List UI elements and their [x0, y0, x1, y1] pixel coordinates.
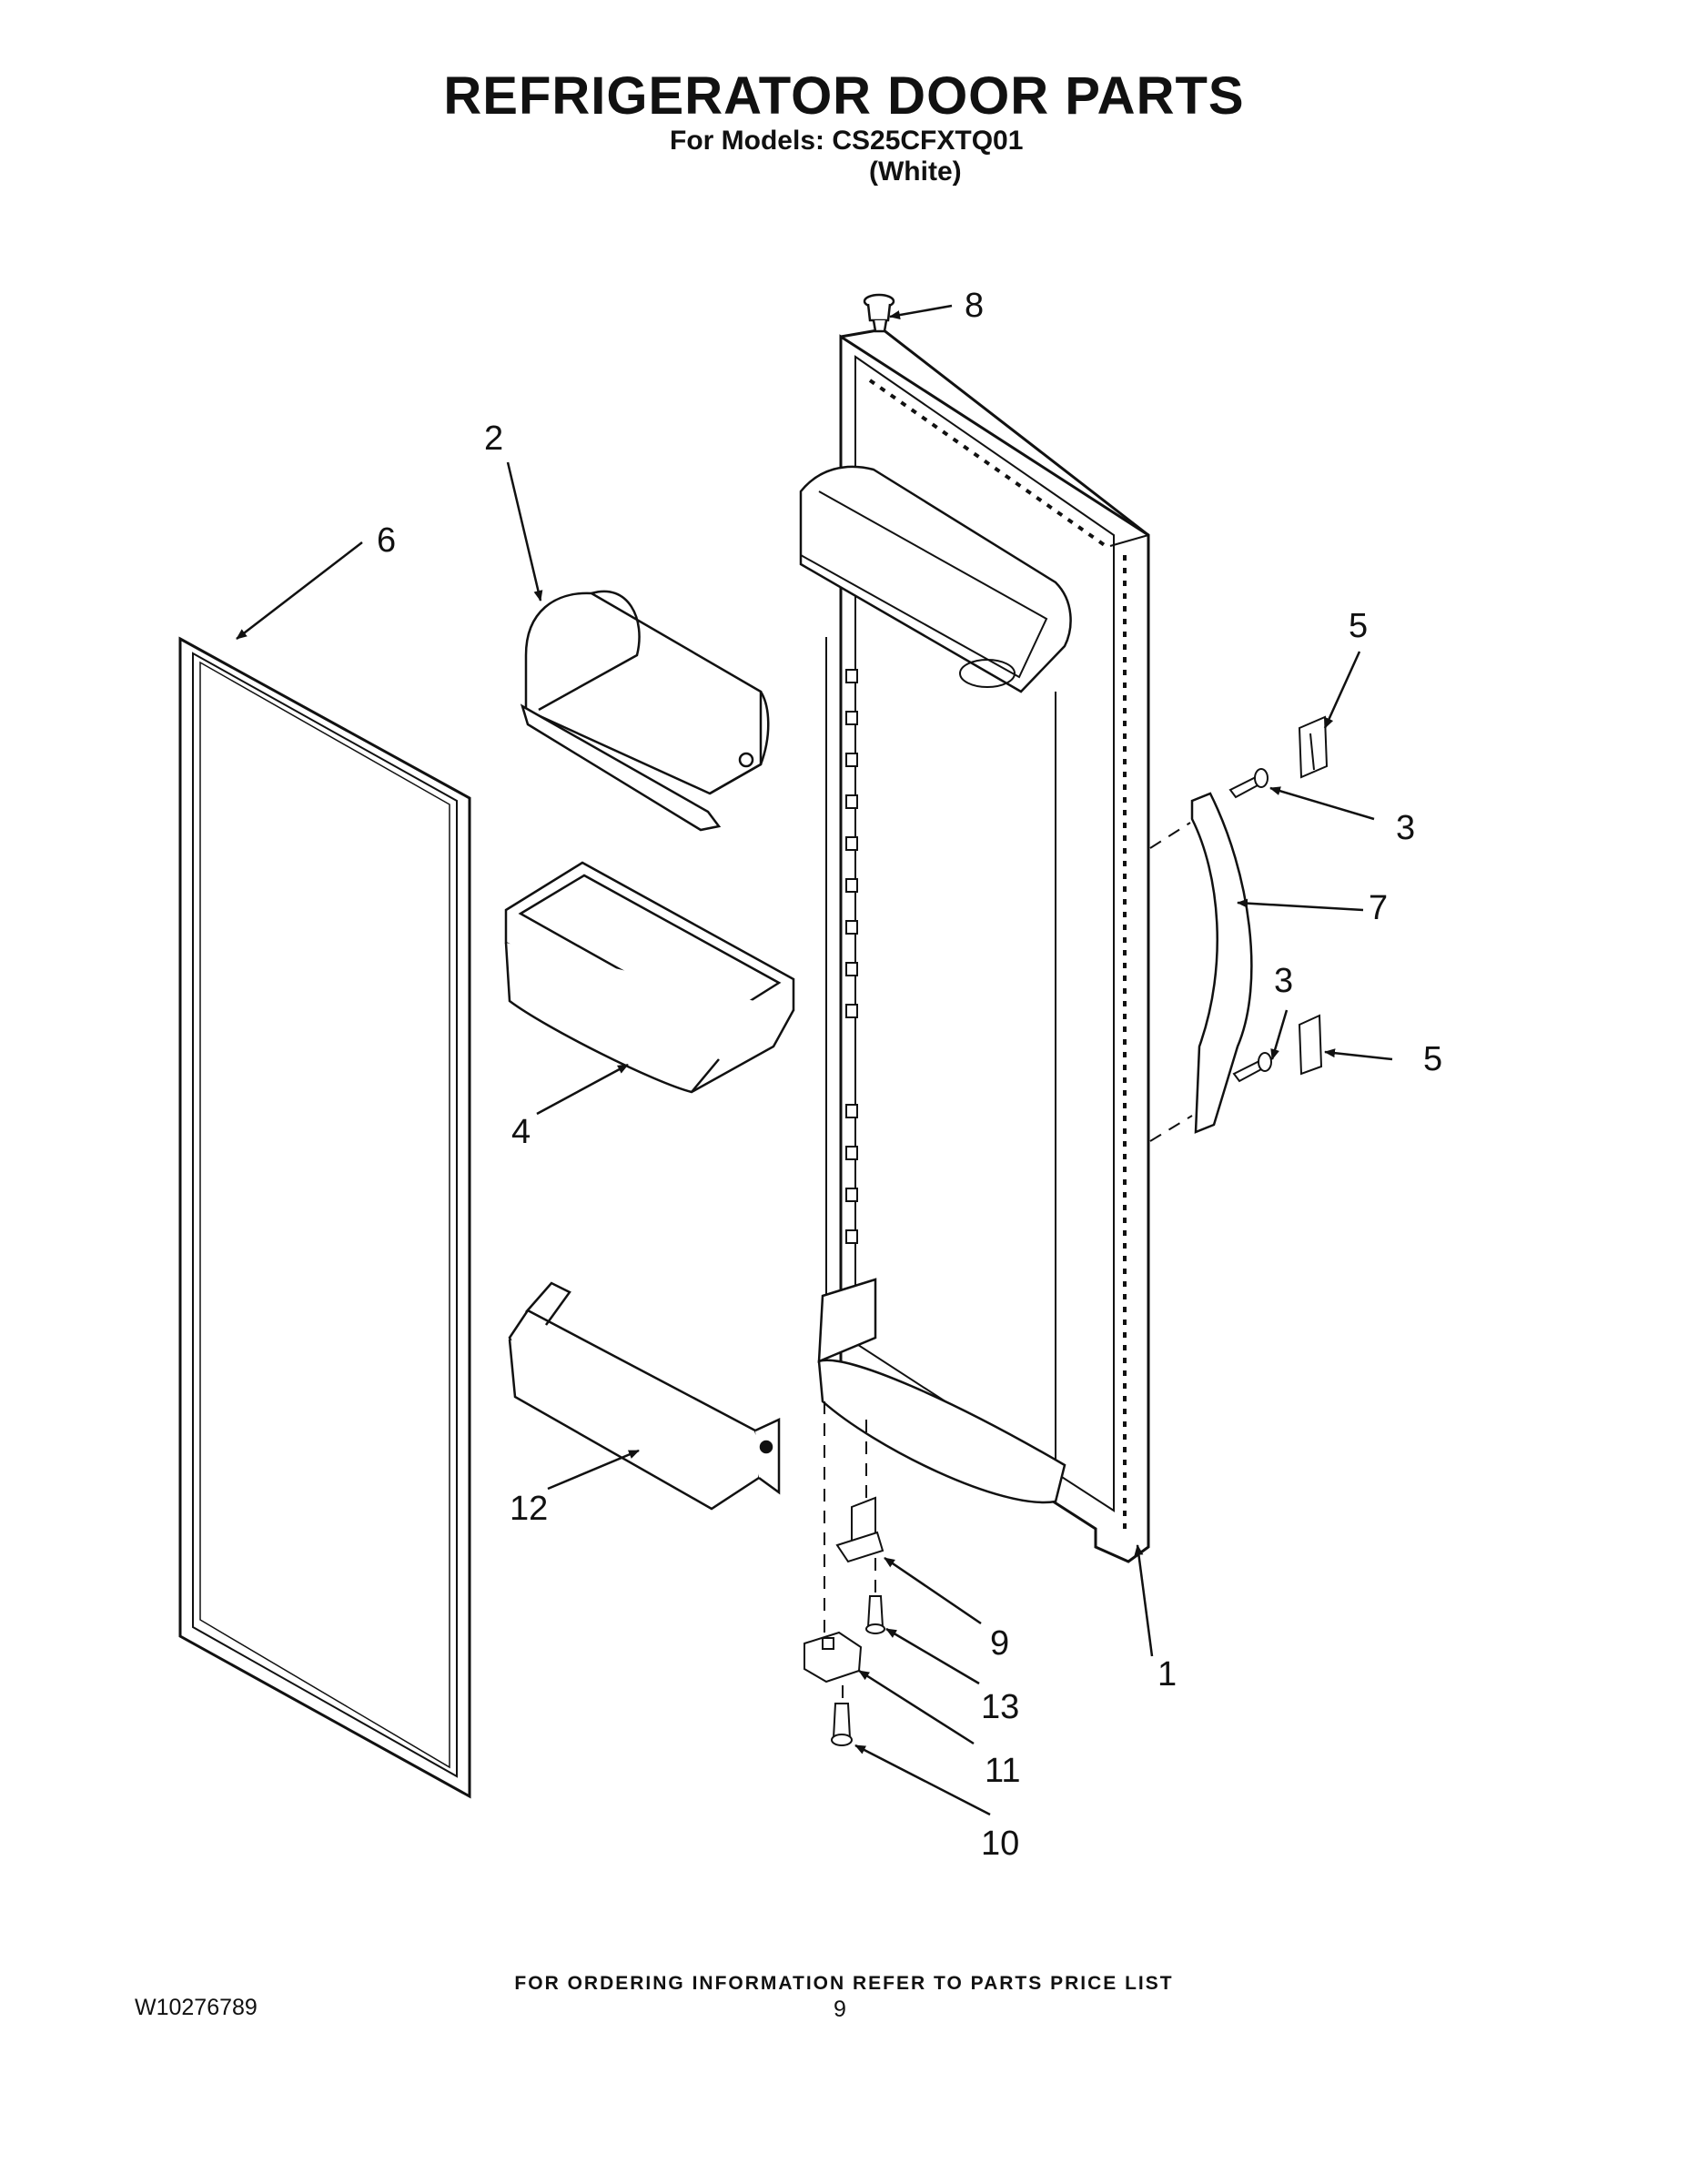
document-number: W10276789: [135, 1995, 258, 2020]
lower-hinge-pin-part: [835, 1496, 884, 1563]
page-title: REFRIGERATOR DOOR PARTS: [443, 66, 1245, 126]
leader-5-upper: [1323, 651, 1361, 729]
callout-labels: 1 2 3 3 4 5 5 6 7 8 9 10 11 12 13: [377, 287, 1442, 1863]
leader-2: [506, 461, 543, 602]
callout-2: 2: [484, 420, 503, 458]
callout-1: 1: [1157, 1655, 1177, 1694]
callout-9: 9: [990, 1624, 1009, 1663]
color-line: (White): [869, 157, 962, 187]
leader-12: [547, 1449, 640, 1491]
assembly-guide-lines: [824, 822, 1193, 1702]
callout-6: 6: [377, 521, 396, 560]
callout-5-upper: 5: [1349, 607, 1368, 645]
leader-8: [889, 304, 953, 320]
end-cap-lower: [1298, 1014, 1323, 1076]
hinge-plug-part: [863, 293, 895, 333]
door-handle-part: [1190, 792, 1253, 1134]
door-gasket-part: [178, 636, 471, 1799]
leader-13: [885, 1627, 980, 1685]
callout-10: 10: [981, 1825, 1019, 1863]
ordering-note: FOR ORDERING INFORMATION REFER TO PARTS …: [514, 1973, 1174, 1994]
callout-7: 7: [1369, 889, 1388, 927]
shelf-clip-column: [845, 669, 858, 1244]
end-cap-upper: [1298, 715, 1329, 779]
leader-10: [854, 1744, 991, 1816]
hinge-screw-13: [865, 1595, 885, 1634]
leader-3-upper: [1269, 786, 1375, 821]
leader-3-lower: [1270, 1009, 1289, 1060]
callout-3-lower: 3: [1274, 962, 1293, 1000]
hinge-screw-10: [831, 1703, 853, 1746]
leader-arrows: [236, 304, 1393, 1816]
leader-11: [858, 1669, 975, 1745]
callout-5-lower: 5: [1423, 1040, 1442, 1078]
leader-6: [236, 541, 363, 640]
callout-4: 4: [511, 1113, 531, 1151]
callout-3-upper: 3: [1396, 809, 1415, 847]
leader-1: [1134, 1544, 1154, 1657]
dairy-door-part: [520, 590, 770, 832]
callout-12: 12: [510, 1490, 548, 1528]
models-line: For Models: CS25CFXTQ01: [670, 126, 1024, 156]
handle-screw-lower: [1232, 1052, 1272, 1083]
door-bin-part: [504, 861, 795, 1094]
callout-11: 11: [985, 1752, 1020, 1790]
callout-13: 13: [981, 1688, 1019, 1726]
leader-7: [1237, 898, 1364, 912]
hinge-bracket-part: [804, 1631, 863, 1684]
lower-shelf-part: [508, 1281, 781, 1511]
leader-9: [884, 1556, 982, 1625]
handle-screw-upper: [1228, 768, 1269, 799]
leader-4: [536, 1063, 629, 1116]
refrigerator-door-part: [799, 328, 1150, 1563]
callout-8: 8: [965, 287, 984, 325]
leader-5-lower: [1324, 1048, 1393, 1061]
page-number: 9: [834, 1997, 846, 2022]
